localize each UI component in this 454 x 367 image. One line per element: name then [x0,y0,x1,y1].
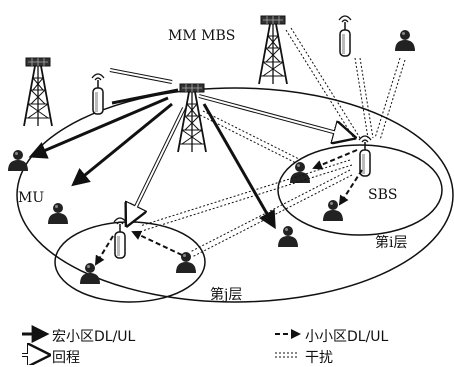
interference-links [139,27,406,258]
tier-j-label: 第j层 [210,287,243,303]
legend-interference: 干扰 [305,350,333,366]
small-cell-links [94,149,363,266]
small-base-station-right [358,135,372,177]
small-cell-boundary-left [54,221,206,303]
small-base-station-top-left [91,73,105,115]
backhaul-links [109,68,352,223]
user-icon [323,200,343,221]
small-cell-boundary-right [277,144,443,236]
legend-backhaul: 回程 [52,350,80,366]
sbs-label: SBS [368,187,398,203]
small-base-station-left [113,217,127,259]
user-icon [395,30,415,51]
macro-tower-right [258,15,288,85]
macro-links [28,88,276,230]
macro-tower-center [177,83,207,153]
legend-symbols [22,325,301,357]
mu-label: MU [18,190,45,206]
user-icon [80,263,100,284]
tier-i-boundary [16,87,454,303]
mm-mbs-label: MM MBS [168,28,236,44]
legend-macro-link: 宏小区DL/UL [52,329,136,345]
user-icon [176,252,196,273]
user-icon [278,226,298,247]
user-icon [8,150,28,171]
user-icon [48,203,68,224]
legend-small-link: 小小区DL/UL [305,329,389,345]
user-icon [290,162,310,183]
macro-tower-left [23,57,53,127]
small-base-station-top-right [338,15,352,57]
tier-i-label: 第i层 [375,235,408,251]
